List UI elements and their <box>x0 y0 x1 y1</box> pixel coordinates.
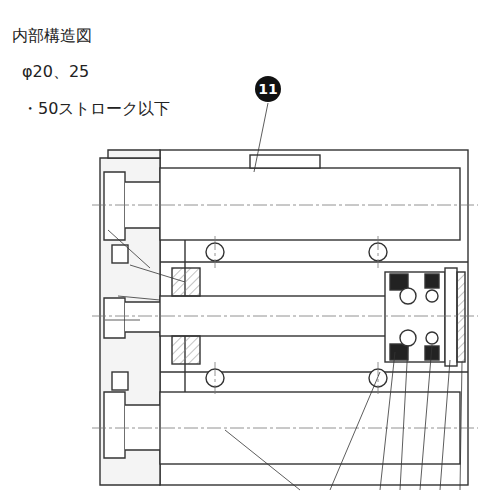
port <box>112 245 128 263</box>
leader-line <box>105 103 462 490</box>
bolt-head <box>104 172 125 240</box>
center-line <box>92 205 478 428</box>
cylinder-body <box>160 150 468 485</box>
magnet <box>445 268 457 366</box>
stroke-note: ・50ストローク以下 <box>22 99 170 118</box>
piston <box>385 272 445 362</box>
diagram-title: 内部構造図 <box>12 26 92 45</box>
callout-number: 11 <box>255 81 281 98</box>
size-note: φ20、25 <box>22 62 89 81</box>
guide-rod <box>160 168 460 240</box>
callout-circle <box>255 76 281 102</box>
rod-seal <box>172 268 200 296</box>
